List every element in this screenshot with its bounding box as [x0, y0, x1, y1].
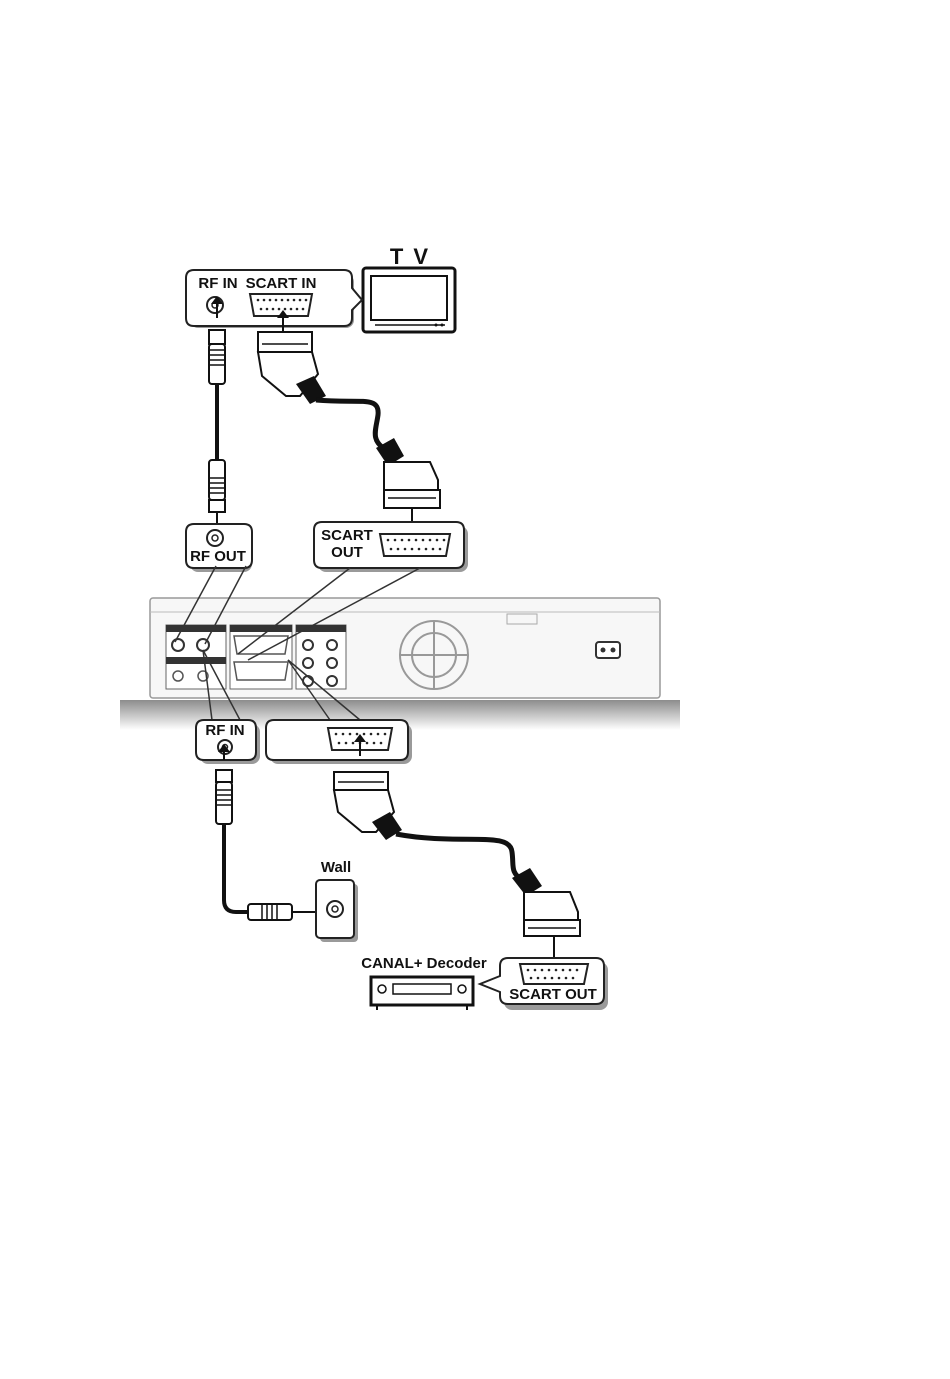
rf-plug-bottom-icon — [209, 460, 225, 500]
rf-cable-tv — [209, 296, 225, 532]
rf-out-label: RF OUT — [190, 548, 246, 565]
decoder-scart-socket-icon — [520, 964, 588, 984]
rf-cable-wall — [216, 744, 326, 920]
wall-socket: Wall — [316, 859, 358, 942]
rf-plug-wall-top-icon — [216, 782, 232, 824]
tv-connector-panel: RF IN SCART IN — [186, 270, 362, 328]
scart-plug-decoder-top-icon — [334, 772, 388, 790]
scart-plug-bottom-icon — [384, 490, 440, 508]
wall-label: Wall — [321, 859, 351, 876]
decoder-device: CANAL+ Decoder — [361, 955, 487, 1010]
scart-out-label-line2: OUT — [331, 544, 363, 561]
power-inlet-icon — [596, 642, 620, 658]
recorder-device — [120, 566, 680, 730]
tv-set: T V — [363, 244, 455, 332]
tv-scart-in-label: SCART IN — [246, 275, 317, 292]
rf-out-panel: RF OUT — [186, 524, 252, 572]
scart-out-label-line1: SCART — [321, 527, 373, 544]
tv-rf-in-label: RF IN — [198, 275, 237, 292]
decoder-label: CANAL+ Decoder — [361, 955, 487, 972]
fan-grille-icon — [400, 621, 468, 689]
rf-plug-wall-icon — [248, 904, 292, 920]
rf-in-panel: RF IN — [196, 720, 260, 764]
decoder-scart-out-panel: SCART OUT — [480, 958, 608, 1010]
scart-out-socket-icon — [380, 534, 450, 556]
scart-cable-tv — [258, 310, 440, 544]
recorder-rf-in-label: RF IN — [205, 722, 244, 739]
decoder-scart-out-label: SCART OUT — [509, 986, 597, 1003]
scart-out-panel: SCART OUT — [314, 522, 468, 572]
scart-ext-panel — [266, 720, 412, 764]
scart-plug-top-icon — [258, 332, 312, 352]
tv-label: T V — [390, 244, 430, 269]
scart-cable-decoder — [334, 734, 580, 972]
